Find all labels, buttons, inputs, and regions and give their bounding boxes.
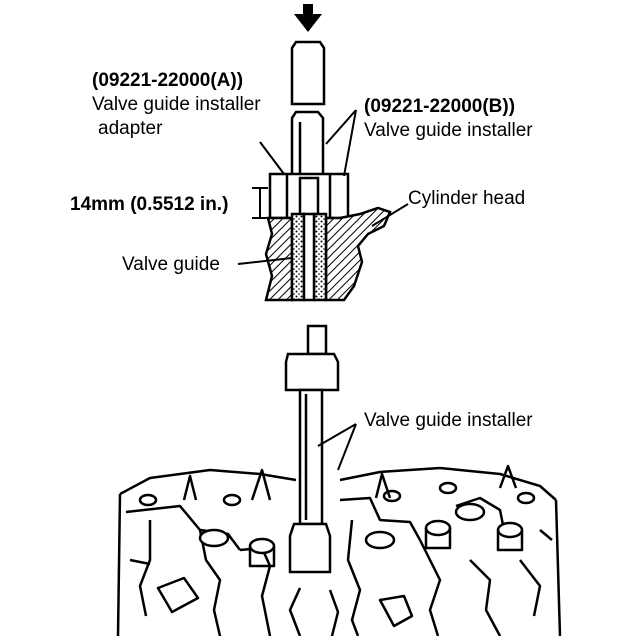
leader-lines-lower	[317, 423, 357, 471]
down-arrow-icon	[294, 4, 322, 32]
adapter-tool-piece	[290, 40, 326, 106]
valve-guide-label: Valve guide	[122, 254, 220, 275]
installer-lower-label: Valve guide installer	[364, 410, 533, 431]
adapter-label-line2: adapter	[98, 118, 163, 139]
adapter-label-line1: Valve guide installer	[92, 94, 261, 115]
installer-b-upper-shaft	[290, 110, 325, 180]
part-number-a: (09221-22000(A))	[92, 70, 244, 91]
cylinder-head-label: Cylinder head	[408, 188, 526, 209]
installer-lower-tool	[284, 324, 340, 574]
part-number-b: (09221-22000(B))	[364, 96, 516, 117]
valve-guide-section	[290, 212, 328, 302]
installer-adapter-collar	[268, 172, 350, 220]
dimension-marker	[252, 187, 268, 219]
leader-lines-upper	[237, 109, 409, 265]
cylinder-head-section	[264, 206, 392, 302]
cylinder-head-block	[116, 464, 562, 636]
dimension-label: 14mm (0.5512 in.)	[70, 194, 229, 215]
installer-b-label: Valve guide installer	[364, 120, 533, 141]
